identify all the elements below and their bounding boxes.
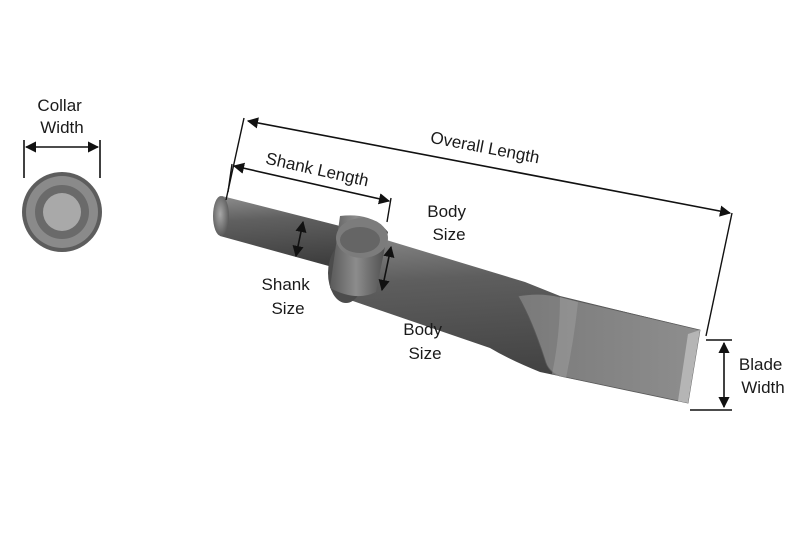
blade-width-dimension xyxy=(690,339,732,411)
body-size-bottom-label: Body Size xyxy=(403,320,446,363)
collar-width-label: Collar Width xyxy=(37,96,86,137)
chisel-tool xyxy=(213,196,701,404)
collar-end-view xyxy=(22,172,102,252)
collar-width-dimension xyxy=(23,140,101,178)
shank-length-dimension xyxy=(227,162,392,223)
shank-size-arrow xyxy=(292,220,307,258)
overall-length-label: Overall Length xyxy=(429,128,541,167)
body-size-arrow xyxy=(378,245,395,292)
shank-size-label: Shank Size xyxy=(262,275,315,318)
blade-width-label: Blade Width xyxy=(739,355,787,397)
body-size-top-label: Body Size xyxy=(427,202,470,244)
